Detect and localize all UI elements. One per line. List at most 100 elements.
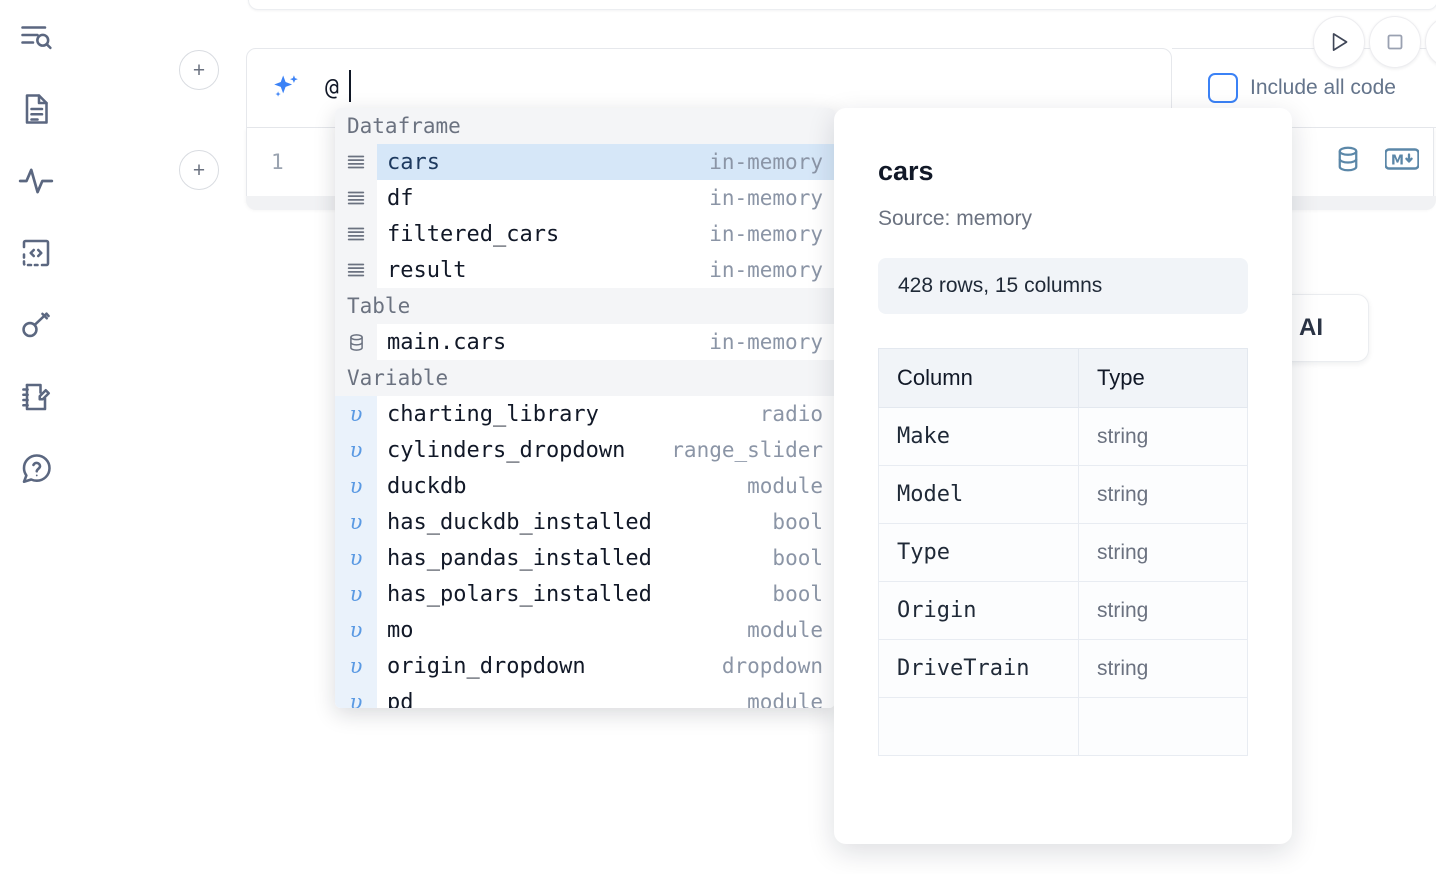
autocomplete-item-name: mo xyxy=(387,617,414,643)
dataframe-preview-panel: cars Source: memory 428 rows, 15 columns… xyxy=(834,108,1292,844)
preview-source: Source: memory xyxy=(878,207,1033,230)
autocomplete-item-body: result in-memory xyxy=(377,252,835,288)
add-cell-above-button[interactable]: + xyxy=(179,50,219,90)
variable-icon: υ xyxy=(335,576,377,612)
autocomplete-item-type: module xyxy=(747,474,823,498)
stop-square-icon xyxy=(1387,34,1403,50)
dataframe-icon xyxy=(335,216,377,252)
table-cell-type: string xyxy=(1078,465,1248,524)
autocomplete-group-header: Dataframe xyxy=(335,108,835,144)
autocomplete-item-type: dropdown xyxy=(721,654,823,678)
autocomplete-item-name: charting_library xyxy=(387,401,599,427)
ai-prompt-input[interactable] xyxy=(325,75,1171,101)
text-caret xyxy=(349,70,351,102)
table-cell-type: string xyxy=(1078,407,1248,466)
dataframe-icon xyxy=(335,180,377,216)
table-cell-column: Make xyxy=(878,407,1079,466)
autocomplete-item-type: in-memory xyxy=(709,150,823,174)
markdown-icon[interactable]: M xyxy=(1385,147,1419,171)
autocomplete-item-name: origin_dropdown xyxy=(387,653,586,679)
autocomplete-item-type: bool xyxy=(772,510,823,534)
preview-stats-badge: 428 rows, 15 columns xyxy=(878,258,1248,314)
stop-button[interactable] xyxy=(1369,16,1421,68)
variable-icon: υ xyxy=(335,432,377,468)
file-explorer-search-icon[interactable] xyxy=(14,16,58,60)
database-icon xyxy=(335,324,377,360)
autocomplete-item-name: pd xyxy=(387,689,414,709)
autocomplete-item-type: in-memory xyxy=(709,330,823,354)
preview-title: cars xyxy=(878,156,934,186)
previous-cell-stub xyxy=(248,0,1436,10)
play-icon xyxy=(1332,33,1348,51)
secrets-key-icon[interactable] xyxy=(14,303,58,347)
autocomplete-group-header: Variable xyxy=(335,360,835,396)
table-cell-column: DriveTrain xyxy=(878,639,1079,698)
run-button[interactable] xyxy=(1313,16,1365,68)
autocomplete-item-type: radio xyxy=(759,402,823,426)
table-cell-type: string xyxy=(1078,523,1248,582)
add-cell-below-button[interactable]: + xyxy=(179,150,219,190)
line-number: 1 xyxy=(271,150,284,174)
autocomplete-group-header: Table xyxy=(335,288,835,324)
table-column-header: Column xyxy=(878,348,1079,408)
sparkle-icon xyxy=(274,75,298,97)
autocomplete-item-type: module xyxy=(747,618,823,642)
include-all-code-label: Include all code xyxy=(1250,76,1396,99)
scratchpad-edit-icon[interactable] xyxy=(14,375,58,419)
autocomplete-item-body: charting_library radio xyxy=(377,396,835,432)
activity-pulse-icon[interactable] xyxy=(14,159,58,203)
help-chat-icon[interactable] xyxy=(14,447,58,491)
autocomplete-item-name: result xyxy=(387,257,467,283)
document-icon[interactable] xyxy=(14,87,58,131)
generate-with-ai-label: AI xyxy=(1299,314,1323,341)
autocomplete-item[interactable]: result in-memory xyxy=(335,252,835,288)
table-cell-column: Type xyxy=(878,523,1079,582)
table-cell-column: Origin xyxy=(878,581,1079,640)
autocomplete-item-name: has_pandas_installed xyxy=(387,545,652,571)
table-column-header: Type xyxy=(1078,348,1248,408)
include-all-code-checkbox[interactable] xyxy=(1208,73,1238,103)
table-cell-column xyxy=(878,697,1079,756)
autocomplete-item-body: mo module xyxy=(377,612,835,648)
add-cell-below-label: + xyxy=(192,158,206,182)
variable-icon: υ xyxy=(335,684,377,708)
database-icon[interactable] xyxy=(1333,144,1363,174)
autocomplete-item[interactable]: υ origin_dropdown dropdown xyxy=(335,648,835,684)
code-snippets-icon[interactable] xyxy=(14,231,58,275)
variable-icon: υ xyxy=(335,648,377,684)
svg-text:M: M xyxy=(1391,153,1404,168)
autocomplete-item-name: cylinders_dropdown xyxy=(387,437,626,463)
autocomplete-item-type: in-memory xyxy=(709,258,823,282)
variable-icon: υ xyxy=(335,504,377,540)
autocomplete-item-name: has_polars_installed xyxy=(387,581,652,607)
autocomplete-item-type: in-memory xyxy=(709,222,823,246)
table-cell-type xyxy=(1078,697,1248,756)
